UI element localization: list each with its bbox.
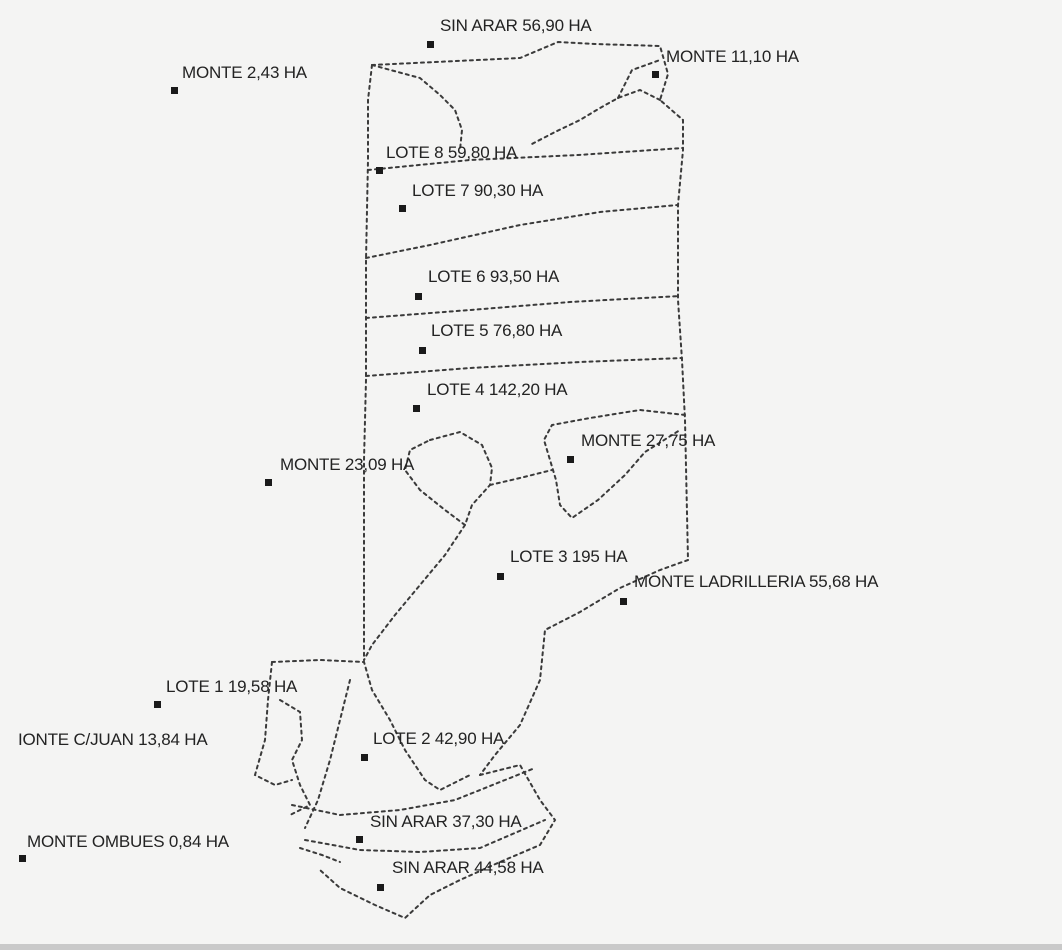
boundary-monte-1110b [617, 59, 661, 99]
label-monte-243: MONTE 2,43 HA [182, 63, 307, 82]
divider-lote6 [365, 295, 681, 319]
marker-monte-243 [171, 87, 178, 94]
label-lote3: LOTE 3 195 HA [510, 547, 628, 566]
boundary-monte-2309 [403, 430, 494, 527]
label-monte-1110: MONTE 11,10 HA [666, 47, 799, 66]
connector-2309 [489, 469, 553, 486]
boundary-lower-right [319, 763, 557, 920]
label-monte-cjuan: IONTE C/JUAN 13,84 HA [18, 730, 208, 749]
boundary-monte-cjuan [279, 699, 312, 816]
divider-lote5 [365, 357, 683, 377]
marker-lote7 [399, 205, 406, 212]
label-lote7: LOTE 7 90,30 HA [412, 181, 544, 200]
marker-lote4 [413, 405, 420, 412]
label-lote5: LOTE 5 76,80 HA [431, 321, 563, 340]
marker-lote8 [376, 167, 383, 174]
marker-lote5 [419, 347, 426, 354]
scan-edge [0, 944, 1062, 950]
divider-lote3 [363, 524, 466, 661]
boundary-monte-243 [371, 64, 464, 151]
boundary-lote2 [304, 679, 351, 829]
boundary-ladrilleria [479, 559, 689, 776]
marker-sin-arar-3730 [356, 836, 363, 843]
marker-lote6 [415, 293, 422, 300]
divider-lote7 [365, 204, 679, 259]
marker-lote1 [154, 701, 161, 708]
boundary-monte-ombues [299, 847, 341, 863]
label-monte-ombues: MONTE OMBUES 0,84 HA [27, 832, 229, 851]
boundary-lote1-left [253, 661, 293, 787]
label-lote6: LOTE 6 93,50 HA [428, 267, 560, 286]
boundary-monte-1110 [529, 88, 661, 146]
marker-sin-arar-top [427, 41, 434, 48]
boundary-monte-2775 [542, 408, 686, 520]
label-sin-arar-3730: SIN ARAR 37,30 HA [370, 812, 522, 831]
label-lote2: LOTE 2 42,90 HA [373, 729, 505, 748]
marker-monte-1110 [652, 71, 659, 78]
label-lote4: LOTE 4 142,20 HA [427, 380, 568, 399]
marker-monte-ladrilleria [620, 598, 627, 605]
marker-sin-arar-4458 [377, 884, 384, 891]
marker-monte-2775 [567, 456, 574, 463]
marker-lote3 [497, 573, 504, 580]
label-monte-2309: MONTE 23,09 HA [280, 455, 415, 474]
boundary-top [371, 40, 689, 561]
boundary-sin-arar-4458 [304, 819, 546, 854]
marker-monte-ombues [19, 855, 26, 862]
label-sin-arar-top: SIN ARAR 56,90 HA [440, 16, 592, 35]
label-lote8: LOTE 8 59,80 HA [386, 143, 518, 162]
boundary-sin-arar-3730 [291, 767, 536, 817]
label-sin-arar-4458: SIN ARAR 44,58 HA [392, 858, 544, 877]
boundary-left [363, 64, 373, 661]
boundary-lote1 [271, 658, 471, 792]
divider-lote8 [367, 147, 684, 171]
marker-monte-2309 [265, 479, 272, 486]
label-monte-ladrilleria: MONTE LADRILLERIA 55,68 HA [634, 572, 879, 591]
label-monte-2775: MONTE 27,75 HA [581, 431, 716, 450]
marker-lote2 [361, 754, 368, 761]
label-lote1: LOTE 1 19,58 HA [166, 677, 298, 696]
